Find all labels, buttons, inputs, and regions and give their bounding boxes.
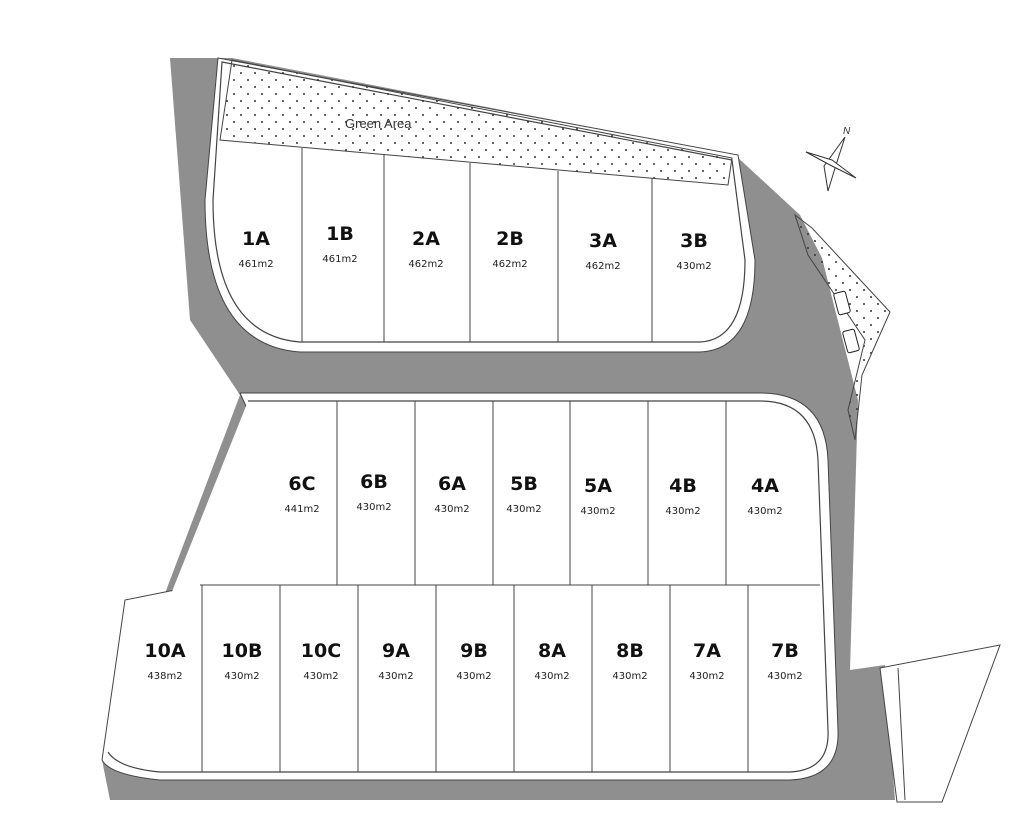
lot-9A[interactable]: 9A 430m2 [378,640,413,682]
parking-icon [833,290,860,354]
lot-area: 430m2 [356,502,391,513]
lot-4B[interactable]: 4B 430m2 [665,475,700,517]
lot-1A[interactable]: 1A 461m2 [238,228,273,270]
lot-area: 461m2 [322,254,357,265]
lot-area: 438m2 [147,671,182,682]
lot-id: 7A [693,640,721,662]
lot-3A[interactable]: 3A 462m2 [585,230,620,272]
lot-2B[interactable]: 2B 462m2 [492,228,527,270]
north-arrow-icon [805,136,857,192]
lot-area: 461m2 [238,259,273,270]
lot-id: 1A [242,228,270,250]
lot-id: 10C [301,640,341,662]
lot-area: 430m2 [612,671,647,682]
top-lot-dividers [301,148,653,342]
lot-area: 430m2 [665,506,700,517]
lot-7B[interactable]: 7B 430m2 [767,640,802,682]
lot-5A[interactable]: 5A 430m2 [580,475,615,517]
lot-area: 430m2 [534,671,569,682]
lot-8A[interactable]: 8A 430m2 [534,640,569,682]
lot-id: 2A [412,228,440,250]
lot-9B[interactable]: 9B 430m2 [456,640,491,682]
lot-area: 430m2 [303,671,338,682]
lot-id: 3A [589,230,617,252]
lot-area: 430m2 [224,671,259,682]
lot-area: 430m2 [580,506,615,517]
lot-id: 10B [222,640,263,662]
lot-area: 462m2 [492,259,527,270]
north-label: N [843,126,851,137]
lot-id: 7B [771,640,799,662]
lot-area: 430m2 [434,504,469,515]
lot-area: 430m2 [456,671,491,682]
lot-area: 462m2 [585,261,620,272]
lot-id: 6B [360,471,388,493]
lot-7A[interactable]: 7A 430m2 [689,640,724,682]
lot-id: 6C [288,473,315,495]
lot-4A[interactable]: 4A 430m2 [747,475,782,517]
lot-2A[interactable]: 2A 462m2 [408,228,443,270]
lot-id: 9A [382,640,410,662]
right-green-strip [794,213,891,441]
lot-area: 462m2 [408,259,443,270]
lot-6A[interactable]: 6A 430m2 [434,473,469,515]
lot-id: 4B [669,475,697,497]
lot-area: 430m2 [767,671,802,682]
lot-id: 4A [751,475,779,497]
lot-6C[interactable]: 6C 441m2 [284,473,319,515]
lot-id: 5B [510,473,538,495]
lot-10C[interactable]: 10C 430m2 [301,640,341,682]
lot-id: 8B [616,640,644,662]
lot-8B[interactable]: 8B 430m2 [612,640,647,682]
lot-area: 430m2 [676,261,711,272]
lot-id: 2B [496,228,524,250]
lot-id: 9B [460,640,488,662]
lot-1B[interactable]: 1B 461m2 [322,223,357,265]
lot-area: 430m2 [378,671,413,682]
green-area-label: Green Area [345,116,412,131]
lot-id: 6A [438,473,466,495]
lot-6B[interactable]: 6B 430m2 [356,471,391,513]
green-area [219,59,733,186]
lot-5B[interactable]: 5B 430m2 [506,473,541,515]
lot-10A[interactable]: 10A 438m2 [144,640,185,682]
lot-area: 430m2 [747,506,782,517]
corner-parcel [879,644,1001,803]
lot-id: 8A [538,640,566,662]
lot-3B[interactable]: 3B 430m2 [676,230,711,272]
lot-id: 3B [680,230,708,252]
lower-lot-dividers [200,401,820,772]
lot-id: 5A [584,475,612,497]
lot-10B[interactable]: 10B 430m2 [222,640,263,682]
lot-area: 430m2 [506,504,541,515]
lot-id: 1B [326,223,354,245]
lot-area: 441m2 [284,504,319,515]
lot-id: 10A [144,640,185,662]
lot-area: 430m2 [689,671,724,682]
